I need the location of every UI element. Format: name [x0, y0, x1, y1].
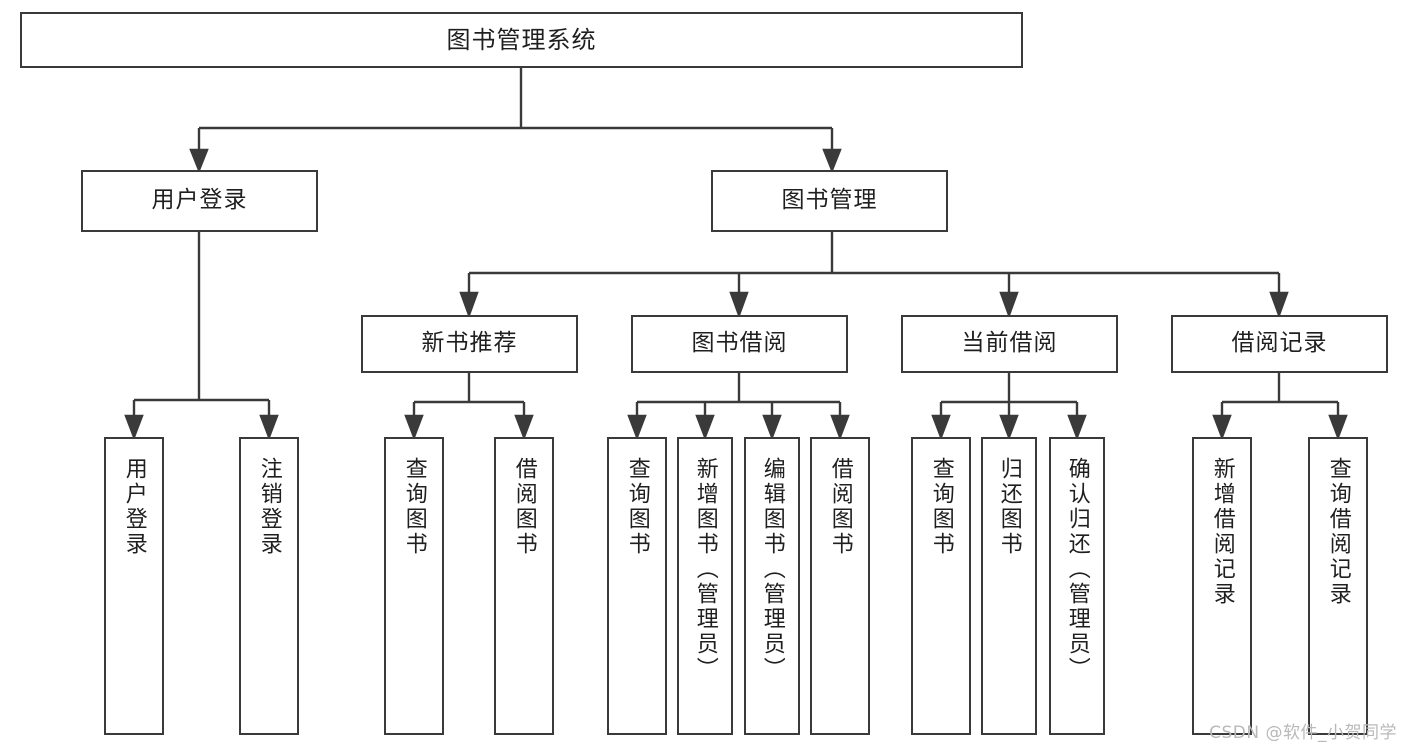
arrow-leaf-confirm-return — [1067, 414, 1087, 441]
node-root-label: 图书管理系统 — [446, 25, 597, 54]
arrow-book-borrow — [729, 291, 749, 319]
arrow-to-book-manage — [822, 148, 842, 174]
node-leaf-logout-login[interactable]: 注销登录 — [239, 437, 299, 735]
arrow-leaf-borrow-book-2 — [830, 414, 850, 441]
node-leaf-query-record[interactable]: 查询借阅记录 — [1308, 437, 1368, 735]
node-leaf-return-book[interactable]: 归还图书 — [981, 437, 1037, 735]
node-leaf-add-record-label: 新增借阅记录 — [1209, 457, 1235, 607]
arrow-leaf-user-login — [124, 414, 144, 441]
arrow-leaf-add-book — [695, 414, 715, 441]
arrow-leaf-query-book-2 — [627, 414, 647, 441]
node-user-login[interactable]: 用户登录 — [81, 170, 318, 232]
arrow-new-book-recommend — [459, 291, 479, 319]
arrow-borrow-record — [1269, 291, 1289, 319]
arrow-leaf-add-record — [1212, 414, 1232, 441]
node-leaf-add-book-label: 新增图书（管理员） — [692, 457, 718, 682]
node-leaf-query-book-3-label: 查询图书 — [928, 457, 954, 557]
node-leaf-borrow-book-2[interactable]: 借阅图书 — [810, 437, 870, 735]
arrow-leaf-edit-book — [762, 414, 782, 441]
arrow-leaf-logout-login — [259, 414, 279, 441]
arrow-leaf-return-book — [999, 414, 1019, 441]
node-leaf-borrow-book-2-label: 借阅图书 — [827, 457, 853, 557]
node-leaf-borrow-book-1-label: 借阅图书 — [511, 457, 537, 557]
node-current-borrow-label: 当前借阅 — [961, 330, 1058, 357]
node-leaf-query-book-1[interactable]: 查询图书 — [384, 437, 444, 735]
node-user-login-label: 用户登录 — [151, 187, 248, 214]
node-leaf-query-book-3[interactable]: 查询图书 — [911, 437, 971, 735]
node-borrow-record-label: 借阅记录 — [1231, 330, 1328, 357]
node-root[interactable]: 图书管理系统 — [20, 12, 1023, 68]
node-book-manage[interactable]: 图书管理 — [711, 170, 948, 232]
node-leaf-user-login-label: 用户登录 — [121, 457, 147, 557]
arrow-leaf-query-book-1 — [404, 414, 424, 441]
arrow-leaf-borrow-book-1 — [514, 414, 534, 441]
node-leaf-confirm-return-label: 确认归还（管理员） — [1064, 457, 1090, 682]
node-book-manage-label: 图书管理 — [781, 187, 878, 214]
node-leaf-query-book-2-label: 查询图书 — [624, 457, 650, 557]
arrow-to-user-login — [189, 148, 209, 174]
node-leaf-edit-book[interactable]: 编辑图书（管理员） — [744, 437, 800, 735]
node-leaf-query-book-1-label: 查询图书 — [401, 457, 427, 557]
node-new-book-recommend[interactable]: 新书推荐 — [361, 315, 578, 373]
node-leaf-return-book-label: 归还图书 — [996, 457, 1022, 557]
node-leaf-borrow-book-1[interactable]: 借阅图书 — [494, 437, 554, 735]
node-borrow-record[interactable]: 借阅记录 — [1171, 315, 1388, 373]
node-leaf-query-record-label: 查询借阅记录 — [1325, 457, 1351, 607]
node-leaf-add-book[interactable]: 新增图书（管理员） — [677, 437, 733, 735]
node-leaf-query-book-2[interactable]: 查询图书 — [607, 437, 667, 735]
node-current-borrow[interactable]: 当前借阅 — [901, 315, 1118, 373]
arrow-leaf-query-record — [1328, 414, 1348, 441]
node-leaf-confirm-return[interactable]: 确认归还（管理员） — [1049, 437, 1105, 735]
node-book-borrow[interactable]: 图书借阅 — [631, 315, 848, 373]
node-leaf-add-record[interactable]: 新增借阅记录 — [1192, 437, 1252, 735]
arrow-current-borrow — [999, 291, 1019, 319]
node-new-book-recommend-label: 新书推荐 — [421, 330, 518, 357]
node-leaf-logout-login-label: 注销登录 — [256, 457, 282, 557]
node-book-borrow-label: 图书借阅 — [691, 330, 788, 357]
node-leaf-edit-book-label: 编辑图书（管理员） — [759, 457, 785, 682]
node-leaf-user-login[interactable]: 用户登录 — [104, 437, 164, 735]
csdn-watermark: CSDN @软件_小贺同学 — [1209, 723, 1397, 743]
arrow-leaf-query-book-3 — [931, 414, 951, 441]
